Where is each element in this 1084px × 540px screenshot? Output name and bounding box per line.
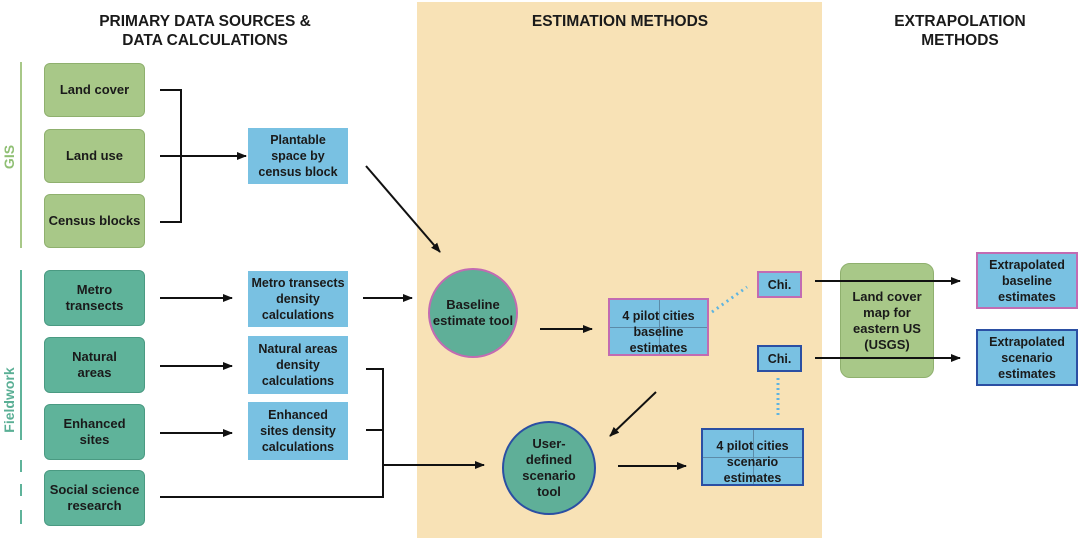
extrapolated-scenario: Extrapolated scenario estimates xyxy=(976,329,1078,386)
pilot-baseline-grid-v xyxy=(658,300,660,354)
chi-scenario: Chi. xyxy=(757,345,802,372)
extrapolated-baseline: Extrapolated baseline estimates xyxy=(976,252,1078,309)
chi-baseline: Chi. xyxy=(757,271,802,298)
pilot-cities-baseline: 4 pilot cities baseline estimates xyxy=(608,298,709,356)
scenario-bracket xyxy=(160,368,485,498)
pilot-cities-scenario: 4 pilot cities scenario estimates xyxy=(701,428,804,486)
source-enhanced-sites: Enhanced sites xyxy=(44,404,145,460)
calc-natural-density: Natural areas density calculations xyxy=(248,336,348,394)
source-land-use: Land use xyxy=(44,129,145,183)
source-social-science: Social science research xyxy=(44,470,145,526)
arrow-pilot-to-scenario-tool xyxy=(609,391,657,437)
header-primary: PRIMARY DATA SOURCES & DATA CALCULATIONS xyxy=(99,13,311,49)
header-extrapolation: EXTRAPOLATION METHODS xyxy=(894,13,1026,49)
calc-plantable-space: Plantable space by census block xyxy=(248,128,348,184)
pilot-baseline-label: 4 pilot cities baseline estimates xyxy=(622,309,695,355)
pilot-scenario-label: 4 pilot cities scenario estimates xyxy=(716,439,789,485)
gis-bracket xyxy=(160,89,247,223)
tool-baseline-estimate: Baseline estimate tool xyxy=(428,268,518,358)
arrow-plantable-to-baseline xyxy=(365,165,441,253)
header-estimation: ESTIMATION METHODS xyxy=(531,13,709,30)
pilot-scenario-grid-v xyxy=(752,430,754,484)
tool-user-defined-scenario: User- defined scenario tool xyxy=(502,421,596,515)
source-metro-transects: Metro transects xyxy=(44,270,145,326)
calc-enhanced-density: Enhanced sites density calculations xyxy=(248,402,348,460)
calc-metro-density: Metro transects density calculations xyxy=(248,271,348,327)
source-land-cover: Land cover xyxy=(44,63,145,117)
dashed-pilot-to-chi xyxy=(711,285,748,314)
source-natural-areas: Natural areas xyxy=(44,337,145,393)
source-census-blocks: Census blocks xyxy=(44,194,145,248)
